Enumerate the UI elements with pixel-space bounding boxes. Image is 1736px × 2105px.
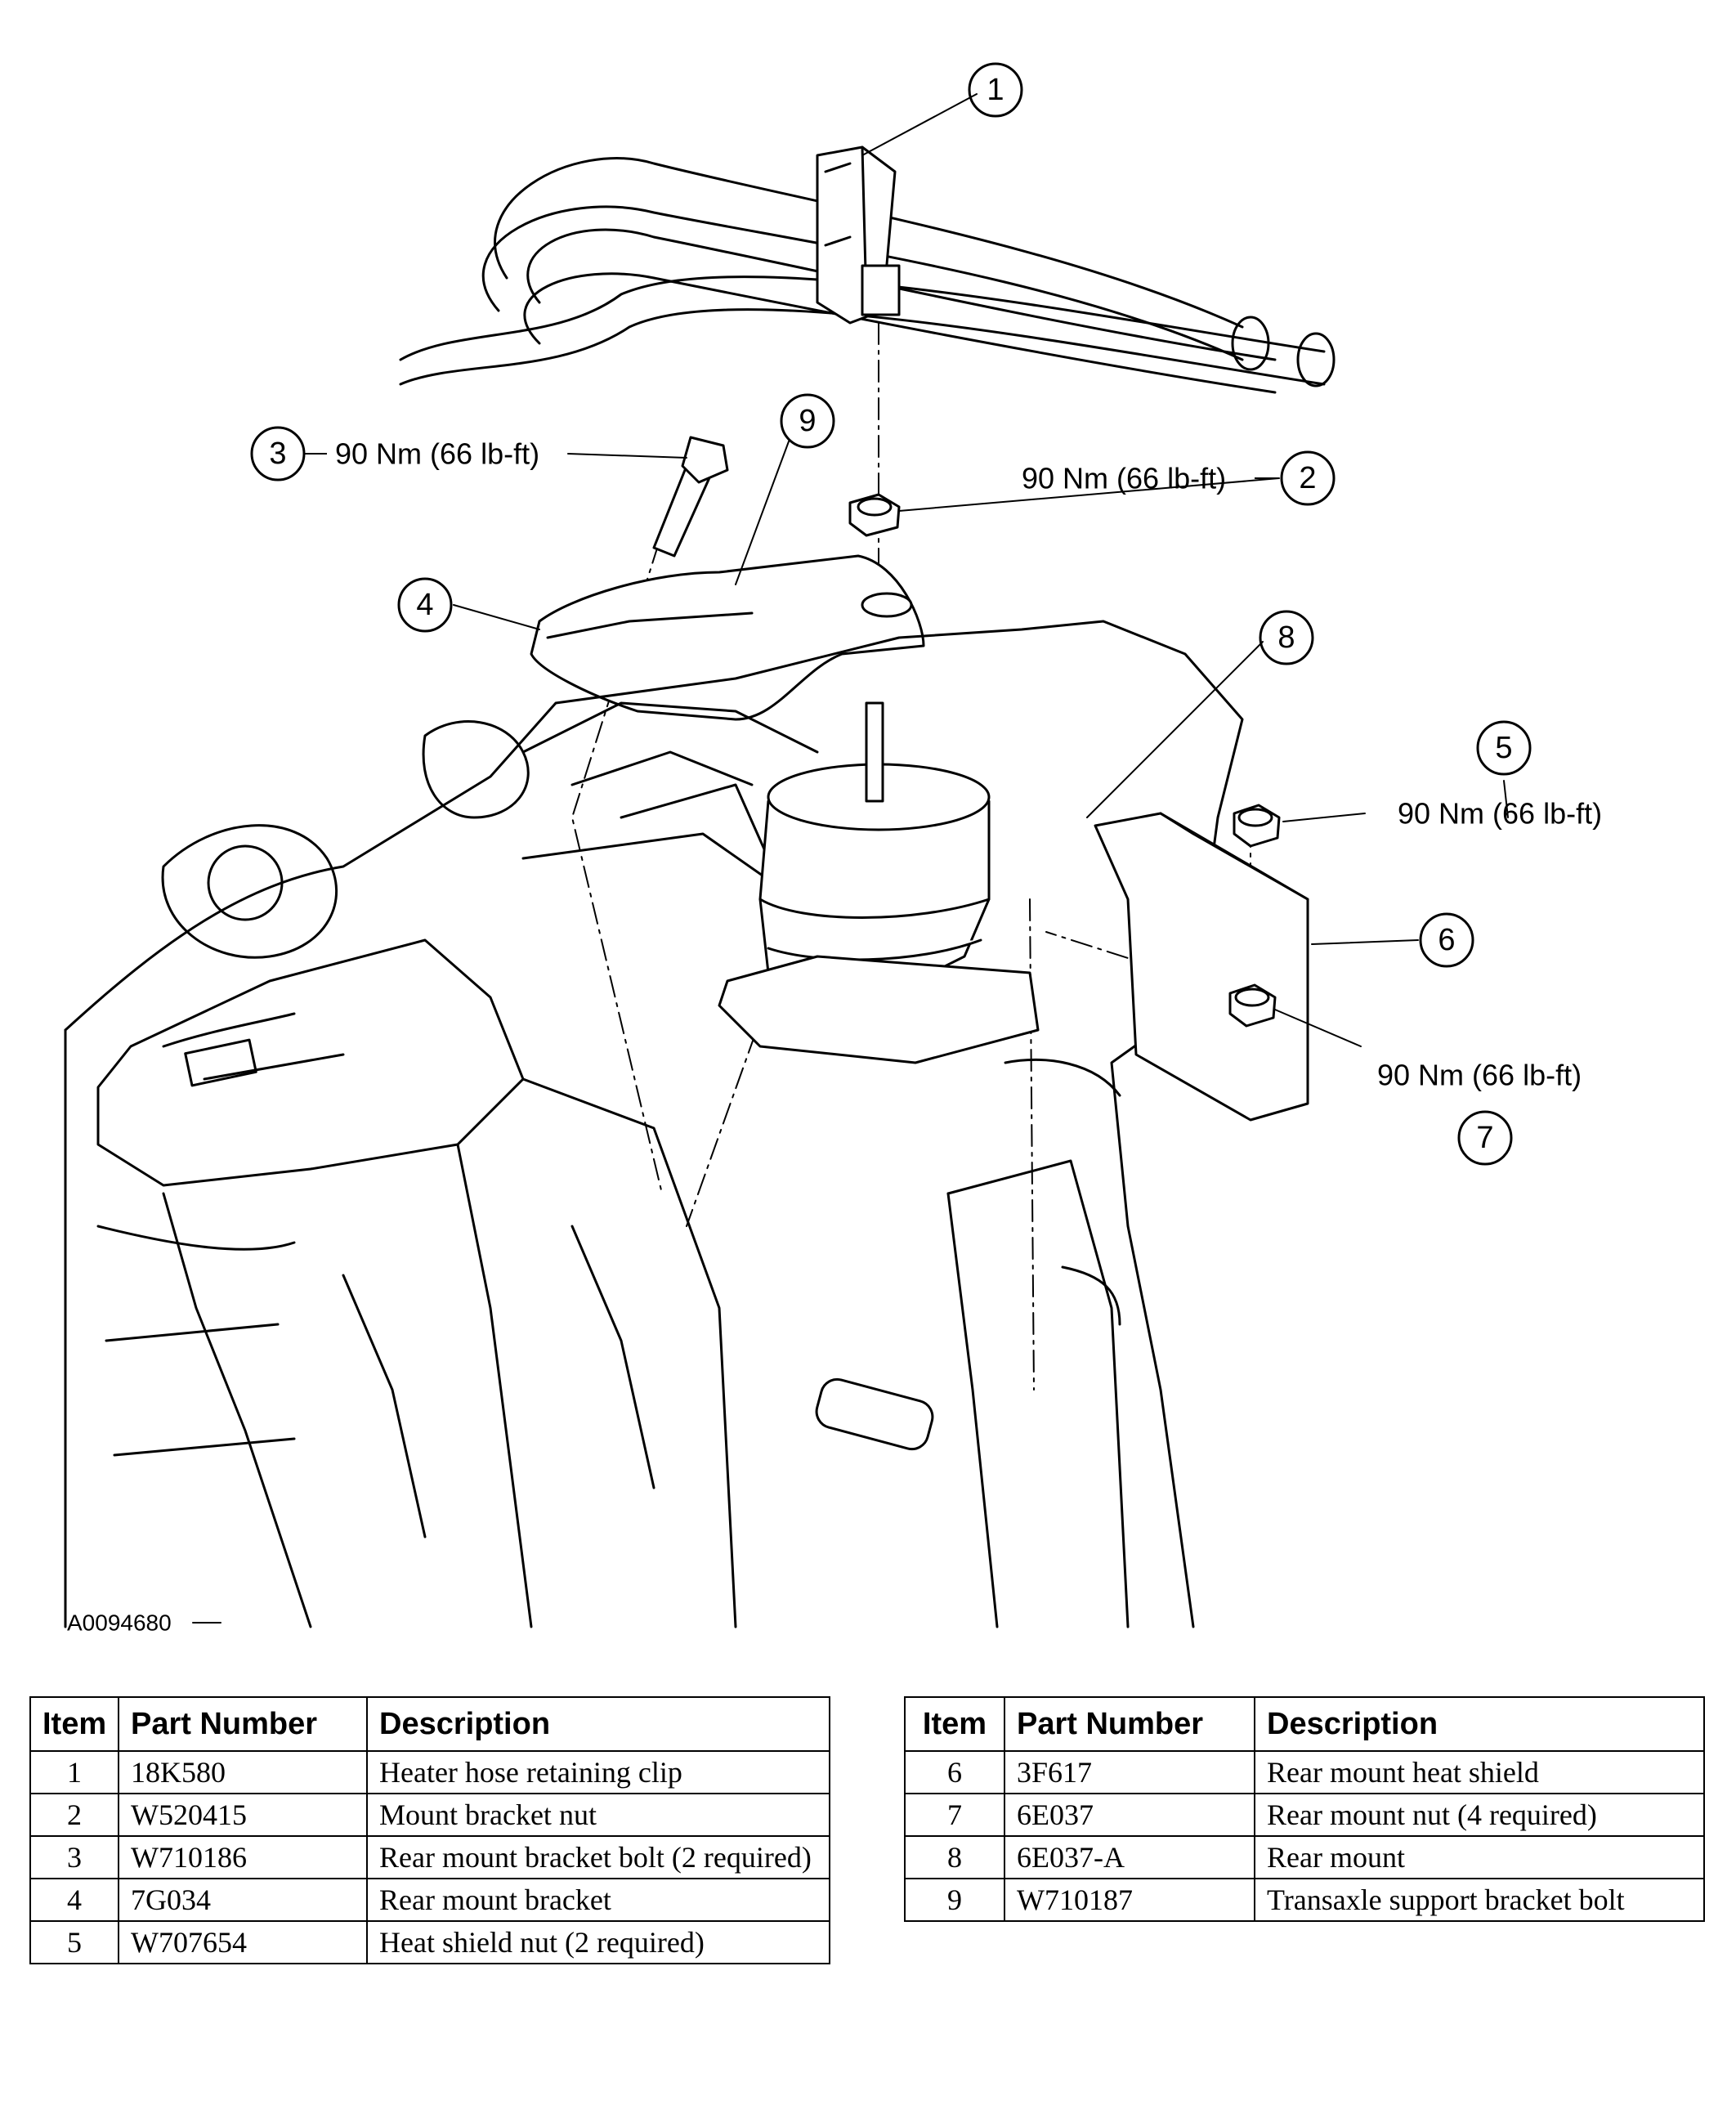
- rear-mount-nut: [1228, 983, 1277, 1028]
- parts-table-right: Item Part Number Description 6 3F617 Rea…: [904, 1696, 1705, 1922]
- item-cell: 1: [29, 1750, 119, 1794]
- description-cell: Heater hose retaining clip: [366, 1750, 830, 1794]
- header-part-number: Part Number: [118, 1696, 368, 1752]
- mount-bracket-nut: [848, 493, 901, 537]
- callout-number-1: 1: [987, 73, 1004, 107]
- item-cell: 6: [904, 1750, 1005, 1794]
- callout-circle-4: [397, 577, 453, 633]
- part-number-cell: W710186: [118, 1835, 368, 1879]
- item-cell: 7: [904, 1793, 1005, 1837]
- header-description: Description: [366, 1696, 830, 1752]
- part-number-cell: 6E037: [1004, 1793, 1255, 1837]
- exploded-view-diagram: 1 2 3 4 5 6 7 8 9 90 Nm (66 lb-ft) 90 Nm…: [64, 62, 1602, 1636]
- header-item: Item: [29, 1696, 119, 1752]
- callout-number-7: 7: [1476, 1121, 1493, 1155]
- item-cell: 2: [29, 1793, 119, 1837]
- description-cell: Rear mount bracket: [366, 1878, 830, 1922]
- rear-mount-bracket: [530, 554, 925, 721]
- callout-circle-5: [1476, 720, 1532, 776]
- table-row: 1 18K580 Heater hose retaining clip: [29, 1750, 830, 1794]
- item-cell: 4: [29, 1878, 119, 1922]
- rear-mount-bracket-bolt: [652, 436, 729, 558]
- table-header-row: Item Part Number Description: [904, 1696, 1705, 1752]
- table-row: 7 6E037 Rear mount nut (4 required): [904, 1793, 1705, 1837]
- engine-assembly: [64, 620, 1244, 1628]
- rear-mount-heat-shield: [1094, 812, 1309, 1122]
- heat-shield-nut: [1233, 804, 1281, 848]
- item-cell: 8: [904, 1835, 1005, 1879]
- description-cell: Rear mount bracket bolt (2 required): [366, 1835, 830, 1879]
- table-row: 2 W520415 Mount bracket nut: [29, 1793, 830, 1837]
- description-cell: Rear mount: [1254, 1835, 1705, 1879]
- callout-circle-9: [780, 393, 835, 449]
- heater-hoses: [399, 157, 1336, 394]
- torque-label-2: 90 Nm (66 lb-ft): [1022, 462, 1226, 495]
- header-item: Item: [904, 1696, 1005, 1752]
- callout-circle-8: [1259, 610, 1314, 665]
- description-cell: Rear mount heat shield: [1254, 1750, 1705, 1794]
- item-cell: 5: [29, 1920, 119, 1964]
- callout-circle-7: [1457, 1110, 1513, 1166]
- callout-circles: [250, 62, 1532, 1166]
- callout-number-3: 3: [269, 437, 286, 471]
- torque-label-5: 90 Nm (66 lb-ft): [1398, 797, 1602, 831]
- parts-table-left: Item Part Number Description 1 18K580 He…: [29, 1696, 830, 1964]
- callout-circle-2: [1280, 450, 1336, 506]
- callout-number-5: 5: [1495, 731, 1512, 765]
- part-number-cell: 18K580: [118, 1750, 368, 1794]
- leader-lines: [192, 93, 1509, 1624]
- table-row: 9 W710187 Transaxle support bracket bolt: [904, 1878, 1705, 1922]
- figure-id: A0094680: [67, 1610, 172, 1636]
- heater-hose-clip: [816, 146, 901, 325]
- callout-number-9: 9: [799, 404, 816, 438]
- part-number-cell: 3F617: [1004, 1750, 1255, 1794]
- callout-number-4: 4: [416, 588, 433, 622]
- table-header-row: Item Part Number Description: [29, 1696, 830, 1752]
- part-number-cell: 6E037-A: [1004, 1835, 1255, 1879]
- description-cell: Transaxle support bracket bolt: [1254, 1878, 1705, 1922]
- item-cell: 3: [29, 1835, 119, 1879]
- part-number-cell: W707654: [118, 1920, 368, 1964]
- table-row: 3 W710186 Rear mount bracket bolt (2 req…: [29, 1835, 830, 1879]
- table-row: 6 3F617 Rear mount heat shield: [904, 1750, 1705, 1794]
- description-cell: Heat shield nut (2 required): [366, 1920, 830, 1964]
- callout-number-8: 8: [1277, 620, 1295, 655]
- table-row: 4 7G034 Rear mount bracket: [29, 1878, 830, 1922]
- callout-number-6: 6: [1438, 923, 1455, 957]
- rear-mount: [718, 701, 1040, 1064]
- callout-circle-1: [968, 62, 1023, 118]
- callout-number-2: 2: [1299, 461, 1316, 495]
- description-cell: Rear mount nut (4 required): [1254, 1793, 1705, 1837]
- item-cell: 9: [904, 1878, 1005, 1922]
- header-part-number: Part Number: [1004, 1696, 1255, 1752]
- table-row: 5 W707654 Heat shield nut (2 required): [29, 1920, 830, 1964]
- torque-label-3: 90 Nm (66 lb-ft): [335, 437, 539, 471]
- header-description: Description: [1254, 1696, 1705, 1752]
- description-cell: Mount bracket nut: [366, 1793, 830, 1837]
- table-row: 8 6E037-A Rear mount: [904, 1835, 1705, 1879]
- callout-circle-6: [1419, 912, 1474, 968]
- part-number-cell: 7G034: [118, 1878, 368, 1922]
- part-number-cell: W710187: [1004, 1878, 1255, 1922]
- part-number-cell: W520415: [118, 1793, 368, 1837]
- torque-label-7: 90 Nm (66 lb-ft): [1377, 1059, 1582, 1092]
